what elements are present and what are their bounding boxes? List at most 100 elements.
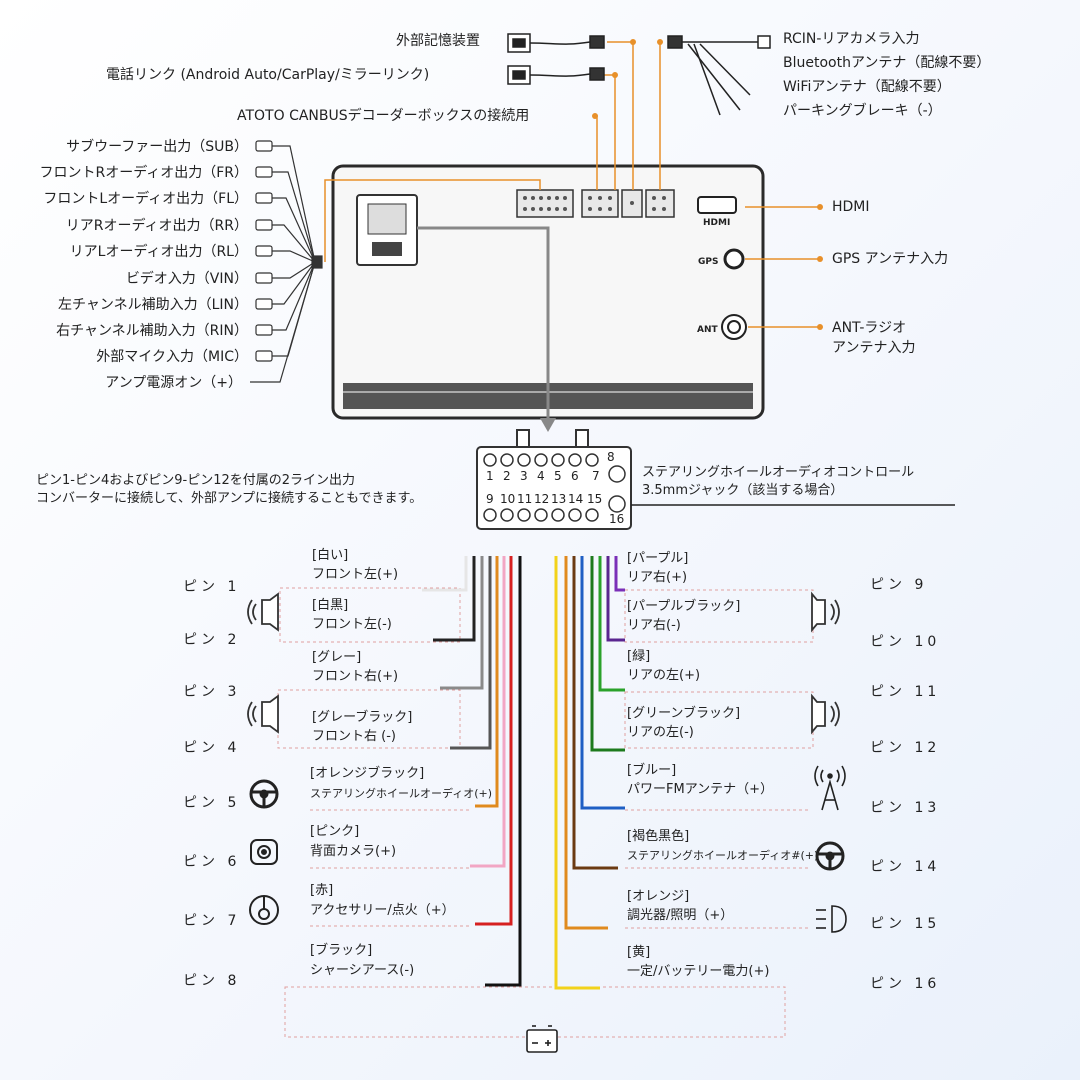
pin-16-color: [黄] xyxy=(627,945,651,960)
ant-socket xyxy=(727,320,741,334)
steering-wheel-icon-right xyxy=(815,841,845,871)
pin-6-color: [ピンク] xyxy=(310,824,360,839)
phone-link-label: 電話リンク (Android Auto/CarPlay/ミラーリンク) xyxy=(106,67,430,83)
usb-label: 外部記憶装置 xyxy=(396,33,480,49)
ant-label-1: ANT-ラジオ xyxy=(832,320,907,336)
pin-5-func: ステアリングホイールオーディオ(+) xyxy=(310,787,493,800)
pin-label-2: ピン 2 xyxy=(183,632,241,648)
ignition-icon xyxy=(249,895,279,925)
speaker-icon-rear-right xyxy=(811,591,840,633)
ant-icon-text: ANT xyxy=(697,325,718,335)
pin-num-1: 1 xyxy=(486,469,494,483)
steering-wheel-icon-left xyxy=(249,779,279,809)
pin-10-color: [パープルブラック] xyxy=(627,599,741,614)
pin-num-16: 16 xyxy=(609,512,625,526)
pin-num-6: 6 xyxy=(571,469,579,483)
pin-3-func: フロント右(+) xyxy=(312,669,399,684)
pin-label-8: ピン 8 xyxy=(183,973,241,989)
gps-icon-text: GPS xyxy=(698,257,719,267)
hdmi-label: HDMI xyxy=(832,199,870,215)
rca-label-rin: 右チャンネル補助入力（RIN） xyxy=(56,323,248,339)
pin-14-color: [褐色黒色] xyxy=(627,829,690,844)
pin-label-6: ピン 6 xyxy=(183,854,241,870)
pin-num-9: 9 xyxy=(486,492,494,506)
pin-1-color: [白い] xyxy=(312,548,349,563)
pin-6-func: 背面カメラ(+) xyxy=(310,844,397,859)
rca-label-vin: ビデオ入力（VIN） xyxy=(125,271,248,287)
pin-num-8: 8 xyxy=(607,450,615,464)
pin-label-11: ピン 11 xyxy=(870,684,941,700)
usb-port-socket xyxy=(581,189,619,218)
pin-label-15: ピン 15 xyxy=(870,916,941,932)
speaker-icon-front-left xyxy=(247,592,279,632)
rca-label-lin: 左チャンネル補助入力（LIN） xyxy=(58,297,248,313)
hdmi-socket xyxy=(697,196,737,214)
pin-10-func: リア右(-) xyxy=(627,618,681,633)
pin-num-15: 15 xyxy=(587,492,603,506)
rca-label-fr: フロントRオーディオ出力（FR） xyxy=(39,165,248,181)
pin-16-func: 一定/バッテリー電力(+) xyxy=(627,964,770,979)
pin-num-7: 7 xyxy=(592,469,600,483)
pin-7-func: アクセサリー/点火（+） xyxy=(310,903,455,918)
speaker-icon-front-right xyxy=(247,694,279,734)
pin-15-func: 調光器/照明（+） xyxy=(627,908,734,923)
rca-label-mic: 外部マイク入力（MIC） xyxy=(96,349,248,365)
pin-label-10: ピン 10 xyxy=(870,634,941,650)
pin-num-3: 3 xyxy=(520,469,528,483)
gps-label: GPS アンテナ入力 xyxy=(832,251,949,267)
rca-label-rl: リアLオーディオ出力（RL） xyxy=(69,244,248,260)
rca-label-rr: リアRオーディオ出力（RR） xyxy=(65,218,248,234)
pin-num-13: 13 xyxy=(551,492,567,506)
pin-11-func: リアの左(+) xyxy=(627,668,701,683)
wifi-antenna-label: WiFiアンテナ（配線不要） xyxy=(783,79,951,95)
pin-9-color: [パープル] xyxy=(627,551,689,566)
pin-9-func: リア右(+) xyxy=(627,570,688,585)
canbus-port xyxy=(516,189,574,218)
connector-note-1: ピン1-ピン4およびピン9-ピン12を付属の2ライン出力 xyxy=(36,473,356,488)
parking-brake-label: パーキングブレーキ（-） xyxy=(783,103,942,119)
pin-4-color: [グレーブラック] xyxy=(312,710,413,725)
pin-11-color: [緑] xyxy=(627,649,651,664)
swc-note-1: ステアリングホイールオーディオコントロール xyxy=(642,465,915,480)
swc-note-2: 3.5mmジャック（該当する場合） xyxy=(642,483,844,498)
pin-label-1: ピン 1 xyxy=(183,579,241,595)
pin-label-5: ピン 5 xyxy=(183,795,241,811)
pin-2-func: フロント左(-) xyxy=(312,617,392,632)
pin-5-color: [オレンジブラック] xyxy=(310,766,425,781)
pin-label-12: ピン 12 xyxy=(870,740,941,756)
pin-12-color: [グリーンブラック] xyxy=(627,706,741,721)
pin-14-func: ステアリングホイールオーディオ#(+) xyxy=(627,849,819,862)
pin-label-16: ピン 16 xyxy=(870,976,941,992)
pin-7-color: [赤] xyxy=(310,883,334,898)
pin-1-func: フロント左(+) xyxy=(312,567,399,582)
antenna-tower-icon xyxy=(814,765,846,811)
pin-num-4: 4 xyxy=(537,469,545,483)
pin-num-14: 14 xyxy=(568,492,584,506)
pin-num-11: 11 xyxy=(517,492,533,506)
headlight-icon xyxy=(816,905,847,933)
pin-num-10: 10 xyxy=(500,492,516,506)
speaker-icon-rear-left xyxy=(811,693,840,735)
pin-num-5: 5 xyxy=(554,469,562,483)
rca-label-amp: アンプ電源オン（+） xyxy=(105,375,242,391)
pin-label-9: ピン 9 xyxy=(870,577,928,593)
pin-4-func: フロント右 (-) xyxy=(312,729,396,744)
canbus-label: ATOTO CANBUSデコーダーボックスの接続用 xyxy=(237,108,530,124)
pin-3-color: [グレー] xyxy=(312,650,362,665)
pin-2-color: [白黒] xyxy=(312,598,349,613)
bt-antenna-label: Bluetoothアンテナ（配線不要） xyxy=(783,55,991,71)
pin-num-12: 12 xyxy=(534,492,550,506)
pin-label-3: ピン 3 xyxy=(183,684,241,700)
rcin-socket xyxy=(645,189,675,218)
pin-label-7: ピン 7 xyxy=(183,913,241,929)
gps-socket xyxy=(723,248,745,270)
pin-num-2: 2 xyxy=(503,469,511,483)
pin-8-func: シャーシアース(-) xyxy=(310,963,415,978)
hdmi-icon-text: HDMI xyxy=(703,218,731,228)
pin-8-color: [ブラック] xyxy=(310,943,373,958)
battery-icon xyxy=(526,1025,558,1053)
pin-13-color: [ブルー] xyxy=(627,763,677,778)
rcin-label: RCIN-リアカメラ入力 xyxy=(783,31,920,47)
rca-label-sub: サブウーファー出力（SUB） xyxy=(66,139,248,155)
